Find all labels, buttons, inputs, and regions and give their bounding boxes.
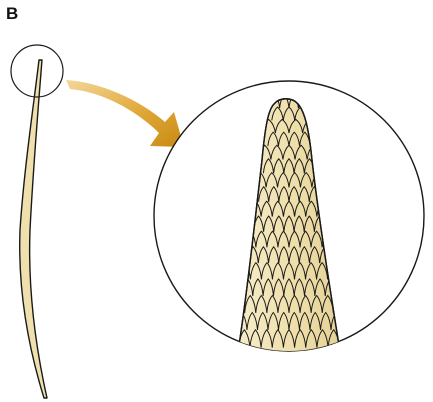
hair-strand (20, 60, 47, 398)
zoom-arrow (66, 80, 184, 147)
